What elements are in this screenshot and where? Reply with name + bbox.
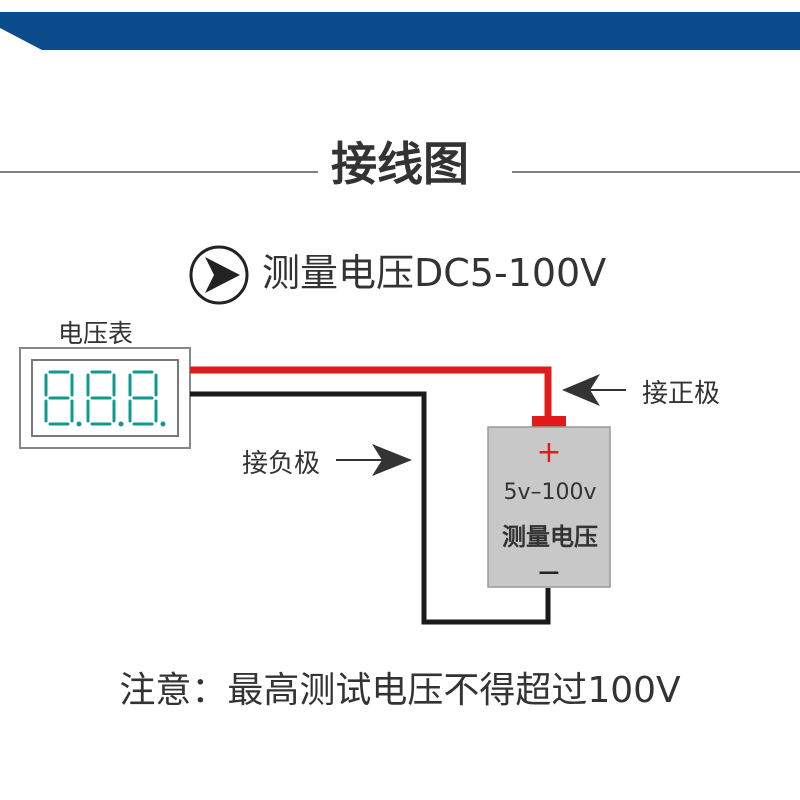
negative-label: 接负极 <box>242 449 321 479</box>
positive-label: 接正极 <box>642 379 721 409</box>
digit-dot <box>118 421 124 427</box>
source-plus-sign: + <box>536 435 561 470</box>
digit-dot <box>76 421 82 427</box>
arrow-left-icon <box>562 374 626 406</box>
meter-digit <box>44 370 82 427</box>
digit-dot <box>160 421 166 427</box>
voltmeter <box>19 347 191 449</box>
page-title: 接线图 <box>331 137 469 191</box>
warning-note: 注意：最高测试电压不得超过100V <box>119 670 681 711</box>
source-voltage-range: 5v–100v <box>503 480 597 505</box>
positive-wire <box>190 366 552 420</box>
top-banner <box>0 12 800 50</box>
meter-digit <box>86 370 124 427</box>
arrow-right-icon <box>336 444 412 476</box>
positive-terminal <box>532 416 566 428</box>
source-name: 测量电压 <box>502 523 598 551</box>
measure-range-subtitle: 测量电压DC5-100V <box>262 251 607 295</box>
meter-digit <box>128 370 166 427</box>
voltage-source-box <box>487 426 611 588</box>
arrow-circle-icon <box>189 245 249 305</box>
source-minus-sign: − <box>536 555 561 590</box>
voltmeter-label: 电压表 <box>58 319 134 348</box>
negative-wire <box>190 391 551 625</box>
